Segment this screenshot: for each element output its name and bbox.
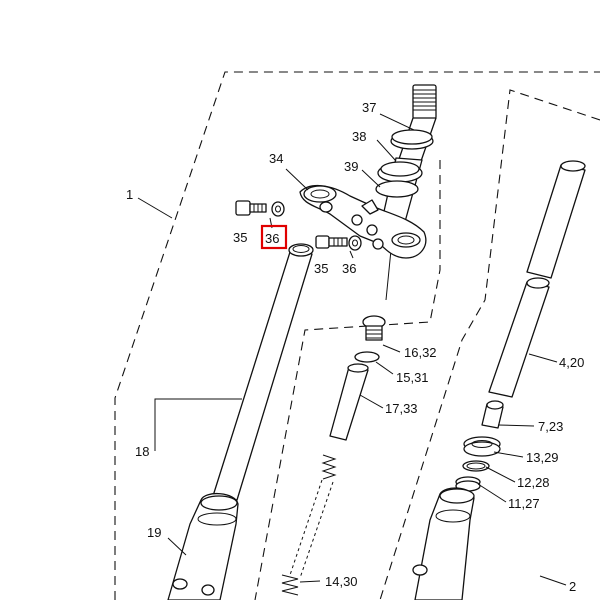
label-35-left: 35 — [233, 230, 247, 245]
label-36-right: 36 — [342, 261, 356, 276]
inner-tube — [212, 243, 314, 501]
label-11-27: 11,27 — [508, 496, 540, 511]
pinch-bolt-left — [235, 200, 267, 216]
highlight-box — [260, 224, 288, 250]
spacer-tube — [329, 366, 369, 441]
label-35-right: 35 — [314, 261, 328, 276]
label-12-28: 12,28 — [517, 475, 550, 490]
label-18: 18 — [135, 444, 149, 459]
right-outer-tube — [412, 487, 475, 600]
label-16-32: 16,32 — [404, 345, 437, 360]
label-13-29: 13,29 — [526, 450, 559, 465]
label-7-23: 7,23 — [538, 419, 563, 434]
washer-right — [348, 235, 362, 251]
washer-left — [271, 201, 285, 217]
label-39: 39 — [344, 159, 358, 174]
stopper-ring — [462, 460, 490, 472]
right-inner-tube — [526, 160, 586, 279]
label-15-31: 15,31 — [396, 370, 429, 385]
fork-spring — [281, 454, 337, 596]
leader-lines — [137, 113, 567, 586]
lower-bearing — [375, 161, 423, 198]
label-37: 37 — [362, 100, 376, 115]
oil-seal — [463, 436, 501, 457]
label-14-30: 14,30 — [325, 574, 358, 589]
damper-rod — [488, 277, 550, 398]
under-bracket — [299, 185, 427, 259]
pinch-bolt-right — [315, 235, 348, 249]
assembly-2-boundary — [379, 89, 600, 600]
assembly-1-inner-boundary — [254, 160, 441, 600]
cap-bolt-o-ring — [354, 351, 380, 363]
label-19: 19 — [147, 525, 161, 540]
oil-lock-piece — [481, 400, 504, 429]
outer-tube — [167, 493, 239, 600]
upper-bearing-race — [390, 129, 434, 150]
cap-bolt — [362, 315, 386, 341]
label-2: 2 — [569, 579, 576, 594]
label-1: 1 — [126, 187, 133, 202]
label-17-33: 17,33 — [385, 401, 418, 416]
label-36-highlighted: 36 — [265, 231, 279, 246]
label-4-20: 4,20 — [559, 355, 584, 370]
label-38: 38 — [352, 129, 366, 144]
label-34: 34 — [269, 151, 283, 166]
